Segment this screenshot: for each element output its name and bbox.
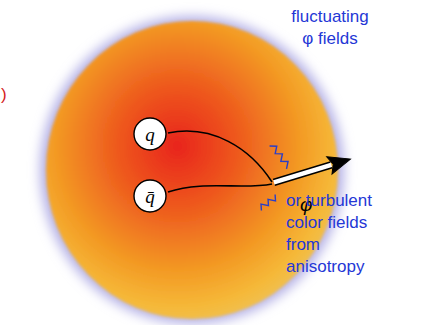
- particle-label: q̄: [145, 187, 155, 206]
- field-note: fluctuating φ fields: [286, 6, 374, 50]
- antiquark-path: [168, 184, 272, 192]
- arrow-line: [275, 168, 332, 186]
- circle-shape: [134, 180, 166, 212]
- phi-arrow: [271, 150, 353, 191]
- cut-text: ): [1, 84, 11, 106]
- quark-path: [168, 131, 272, 182]
- arrow-shaft: [273, 162, 332, 185]
- circle-shape: [134, 118, 166, 150]
- wavy-field: [258, 191, 278, 214]
- antiquark-circle: q̄: [133, 179, 167, 213]
- arrow-head: [327, 150, 353, 174]
- halo: [40, 16, 344, 324]
- field-note: or turbulent color fields from anisotrop…: [286, 190, 382, 278]
- quark-circle: q: [133, 117, 167, 151]
- wavy-field: [264, 143, 294, 169]
- particle-label: q: [145, 125, 155, 144]
